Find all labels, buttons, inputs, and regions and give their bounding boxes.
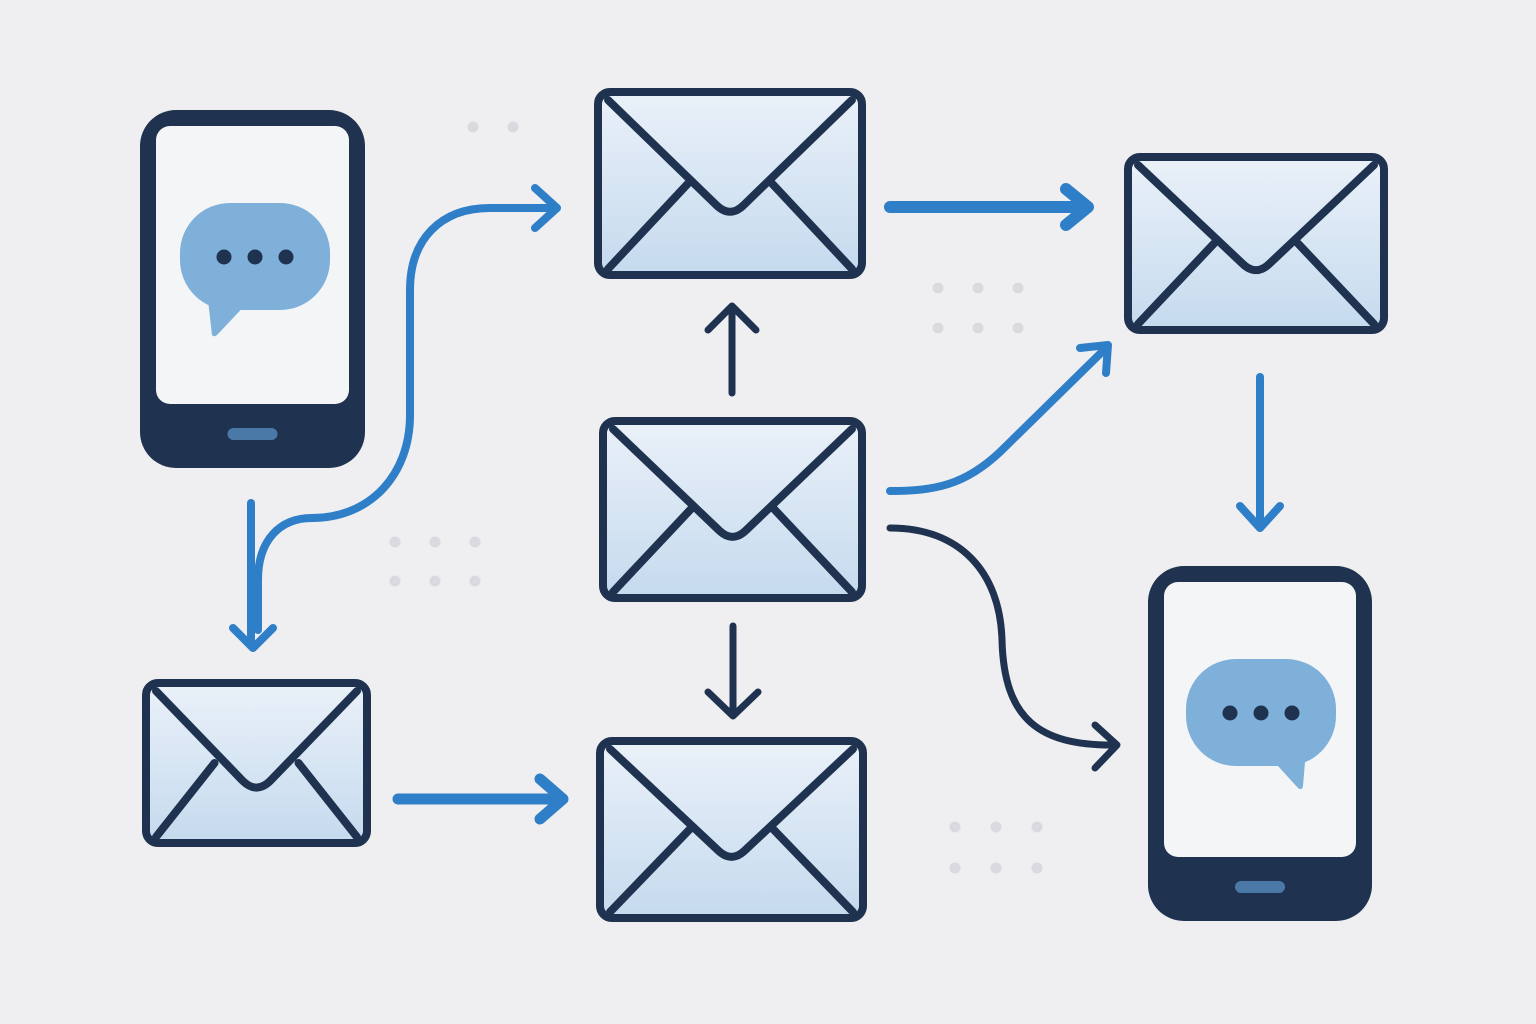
envelope-body [596, 737, 867, 922]
chat-bubble-icon [180, 203, 330, 337]
decorative-dots [389, 121, 1043, 874]
arrow-line [886, 524, 1116, 749]
arrowhead [531, 184, 561, 232]
dot [932, 282, 944, 294]
arrowhead [704, 688, 762, 720]
envelope-body [599, 417, 866, 602]
arrow-icon [392, 773, 569, 825]
dot [467, 121, 479, 133]
typing-dot [216, 249, 232, 265]
envelope-icon-bottom-left [142, 679, 371, 847]
envelope-icon-top [594, 88, 866, 279]
dot [990, 862, 1002, 874]
envelope-flap [604, 96, 856, 216]
dot [1031, 821, 1043, 833]
dot [389, 536, 401, 548]
arrowhead [1076, 341, 1112, 377]
envelope-flap [609, 425, 856, 541]
envelope-fold [294, 759, 361, 841]
arrow-line [254, 204, 559, 634]
typing-dot [1253, 705, 1269, 721]
dot [1012, 322, 1024, 334]
envelope-body [594, 88, 866, 279]
envelope-fold [768, 179, 856, 273]
dot [1031, 862, 1043, 874]
typing-dot [278, 249, 294, 265]
envelope-flap [152, 687, 361, 792]
envelope-flap [606, 745, 857, 861]
arrow-icon [1236, 373, 1284, 532]
dot [429, 575, 441, 587]
envelope-body [1124, 153, 1388, 334]
dot [949, 821, 961, 833]
arrow-icon [884, 183, 1094, 231]
envelope-body [142, 679, 371, 847]
typing-dot [247, 249, 263, 265]
sender-phone-icon [140, 110, 365, 468]
dot [469, 536, 481, 548]
dot [972, 322, 984, 334]
arrow-line [886, 344, 1110, 495]
envelope-fold [770, 505, 856, 596]
dot [932, 322, 944, 334]
envelope-icon-center [599, 417, 866, 602]
chat-bubble-icon [1186, 659, 1336, 790]
envelope-icon-right [1124, 153, 1388, 334]
dot [949, 862, 961, 874]
dot [507, 121, 519, 133]
envelope-fold [1294, 239, 1378, 328]
arrowhead [704, 302, 760, 334]
dot [972, 282, 984, 294]
typing-dot [1284, 705, 1300, 721]
flow-arrows [229, 183, 1284, 825]
envelope-fold [606, 825, 694, 916]
home-button-icon [227, 428, 278, 440]
dot [1012, 282, 1024, 294]
envelope-fold [609, 505, 695, 596]
arrow-icon [254, 184, 561, 634]
typing-dot [1222, 705, 1238, 721]
home-button-icon [1235, 881, 1285, 893]
arrowhead [1236, 502, 1284, 532]
envelope-fold [604, 179, 692, 273]
arrowhead [1091, 721, 1121, 772]
envelope-fold [152, 759, 219, 841]
arrowhead [1060, 183, 1094, 231]
dot [389, 575, 401, 587]
dot [429, 536, 441, 548]
arrow-icon [704, 622, 762, 720]
arrow-icon [886, 524, 1121, 772]
envelope-fold [1134, 239, 1218, 328]
arrow-icon [886, 341, 1112, 495]
dot [990, 821, 1002, 833]
arrowhead [229, 624, 277, 652]
arrow-icon [229, 499, 277, 652]
arrowhead [534, 773, 569, 825]
dot [469, 575, 481, 587]
receiver-phone-icon [1148, 566, 1372, 921]
arrow-icon [704, 302, 760, 397]
envelope-flap [1134, 161, 1378, 275]
envelope-fold [769, 825, 857, 916]
envelope-icon-bottom-center [596, 737, 867, 922]
